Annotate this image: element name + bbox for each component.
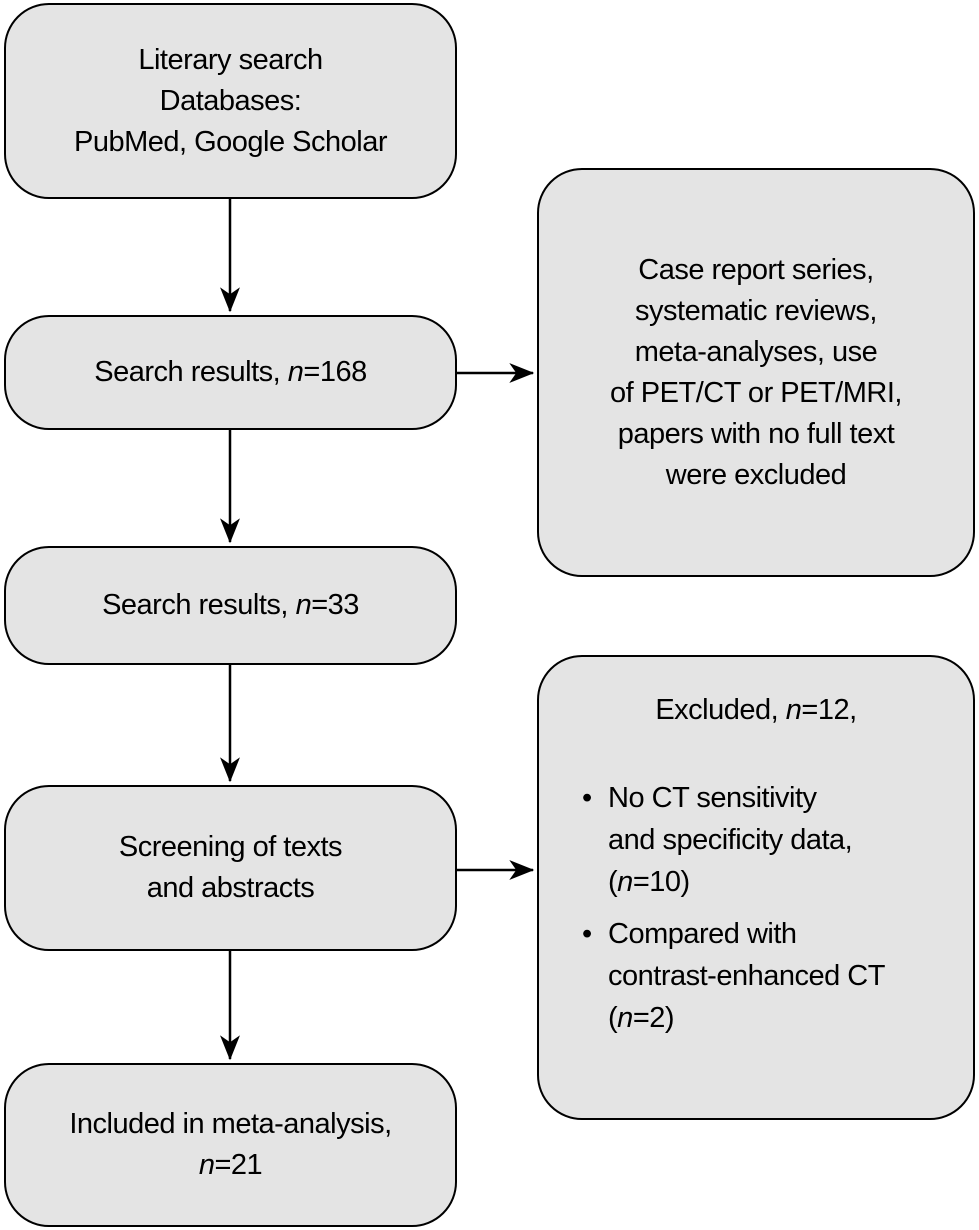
bullet-icon: • bbox=[582, 918, 592, 950]
excluded-bullet-item: • Compared with contrast-enhanced CT (n=… bbox=[582, 913, 963, 1039]
excluded-bullet-text: Compared with contrast-enhanced CT (n=2) bbox=[608, 918, 885, 1034]
box-search-results-33: Search results, n=33 bbox=[4, 546, 457, 665]
box-literary-search: Literary search Databases: PubMed, Googl… bbox=[4, 3, 457, 199]
box-search-results-168-label: Search results, n=168 bbox=[94, 356, 367, 388]
box-literary-search-line: Databases: bbox=[159, 84, 302, 117]
box-excluded: Excluded, n=12, • No CT sensitivity and … bbox=[537, 655, 975, 1120]
box-included-line: n=21 bbox=[198, 1149, 263, 1181]
box-case-report-exclusions: Case report series, systematic reviews, … bbox=[537, 168, 975, 577]
box-case-report-exclusions-line: of PET/CT or PET/MRI, bbox=[610, 376, 902, 409]
box-case-report-exclusions-line: meta-analyses, use bbox=[634, 335, 878, 368]
bullet-icon: • bbox=[582, 782, 592, 814]
box-literary-search-line: Literary search bbox=[138, 43, 323, 76]
excluded-bullet-text: No CT sensitivity and specificity data, … bbox=[608, 782, 853, 898]
box-included: Included in meta-analysis, n=21 bbox=[4, 1063, 457, 1227]
box-literary-search-line: PubMed, Google Scholar bbox=[73, 125, 388, 158]
box-case-report-exclusions-line: Case report series, bbox=[638, 253, 874, 286]
box-search-results-168: Search results, n=168 bbox=[4, 315, 457, 430]
box-screening-line: Screening of texts bbox=[118, 831, 343, 863]
box-excluded-title: Excluded, n=12, bbox=[655, 694, 857, 726]
box-case-report-exclusions-line: were excluded bbox=[665, 458, 847, 491]
box-search-results-33-label: Search results, n=33 bbox=[102, 589, 359, 621]
box-case-report-exclusions-line: papers with no full text bbox=[617, 417, 895, 450]
box-screening-line: and abstracts bbox=[146, 872, 315, 904]
box-excluded-bullet-list: • No CT sensitivity and specificity data… bbox=[539, 777, 973, 1039]
box-case-report-exclusions-line: systematic reviews, bbox=[635, 294, 877, 327]
box-screening: Screening of texts and abstracts bbox=[4, 785, 457, 951]
excluded-bullet-item: • No CT sensitivity and specificity data… bbox=[582, 777, 963, 903]
box-included-line: Included in meta-analysis, bbox=[69, 1108, 392, 1140]
